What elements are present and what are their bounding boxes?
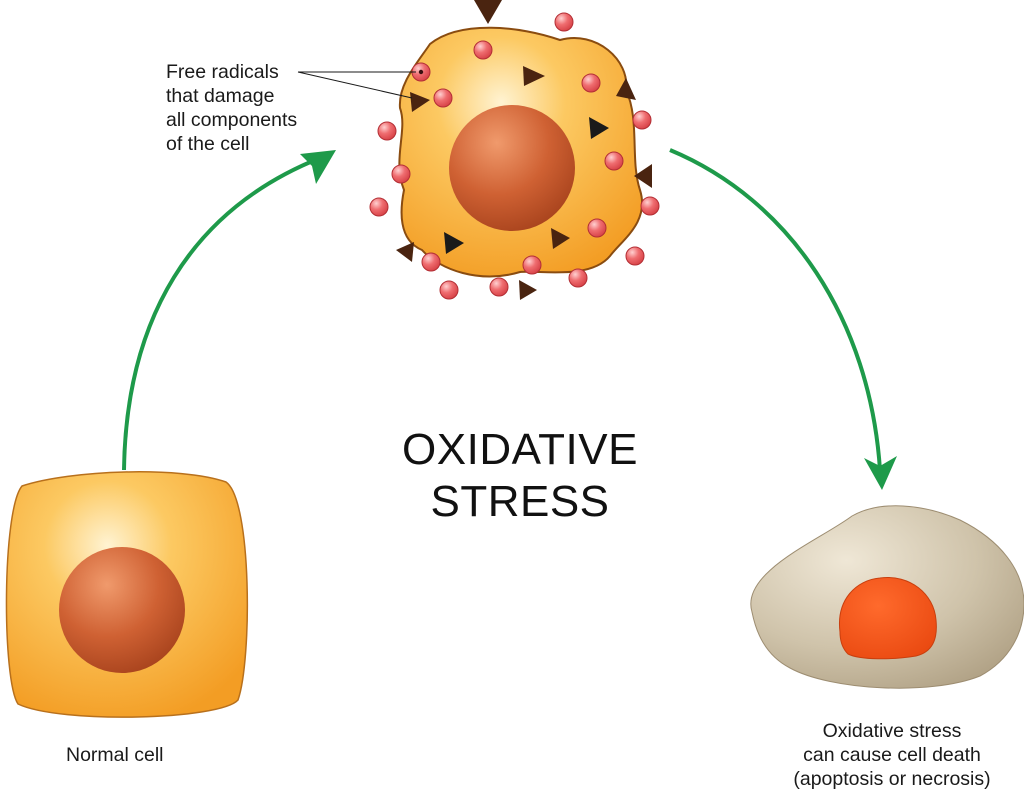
diagram-title: OXIDATIVE STRESS bbox=[330, 424, 710, 528]
title-line-2: STRESS bbox=[430, 477, 610, 526]
dying-cell-nucleus bbox=[839, 577, 937, 660]
normal-cell bbox=[5, 471, 249, 718]
radical-triangles bbox=[396, 0, 652, 300]
radical-triangle-icon bbox=[519, 280, 537, 300]
arrow-head-up-icon bbox=[300, 150, 336, 184]
arrow-normal-to-stressed bbox=[122, 156, 321, 471]
free-radical bbox=[522, 255, 542, 275]
radical-triangle-icon bbox=[634, 164, 652, 188]
free-radicals bbox=[369, 12, 660, 300]
free-radical bbox=[632, 110, 652, 130]
free-radical bbox=[604, 151, 624, 171]
free-radicals-label-line-2: that damage bbox=[166, 85, 275, 107]
label-leader-lines bbox=[297, 71, 416, 99]
free-radical bbox=[587, 218, 607, 238]
cell-death-label-line-2: can cause cell death bbox=[803, 744, 981, 766]
stressed-cell bbox=[398, 26, 643, 278]
stressed-cell-nucleus bbox=[449, 105, 575, 231]
free-radical bbox=[568, 268, 588, 288]
radical-triangle-icon bbox=[616, 78, 636, 100]
radical-triangle-icon bbox=[396, 242, 414, 262]
cell-death-label-line-3: (apoptosis or necrosis) bbox=[793, 768, 991, 790]
title-line-1: OXIDATIVE bbox=[402, 425, 638, 474]
radical-triangle-icon bbox=[551, 228, 570, 249]
free-radical bbox=[439, 280, 459, 300]
free-radical bbox=[581, 73, 601, 93]
free-radical bbox=[369, 197, 389, 217]
free-radical-center-dot bbox=[418, 69, 424, 75]
arrows bbox=[122, 148, 897, 490]
radical-triangle-icon bbox=[410, 92, 430, 112]
free-radical bbox=[473, 40, 493, 60]
free-radicals-label: Free radicals that damage all components… bbox=[166, 60, 297, 156]
free-radicals-label-line-3: all components bbox=[166, 109, 298, 131]
free-radical bbox=[433, 88, 453, 108]
arrow-stressed-to-dead bbox=[669, 148, 882, 471]
cell-death-label: Oxidative stress can cause cell death (a… bbox=[760, 719, 1024, 791]
normal-cell-label: Normal cell bbox=[66, 743, 164, 767]
free-radical bbox=[489, 277, 509, 297]
normal-cell-label-text: Normal cell bbox=[66, 744, 164, 766]
dying-cell bbox=[750, 505, 1024, 689]
normal-cell-nucleus bbox=[59, 547, 185, 673]
cell-death-label-line-1: Oxidative stress bbox=[822, 720, 962, 742]
leader-line bbox=[297, 71, 413, 99]
radical-triangle-icon bbox=[589, 117, 609, 139]
free-radicals-label-line-4: of the cell bbox=[166, 133, 250, 155]
free-radical bbox=[421, 252, 441, 272]
radical-triangle-icon bbox=[474, 0, 502, 24]
free-radical bbox=[640, 196, 660, 216]
free-radical bbox=[391, 164, 411, 184]
arrow-head-down-icon bbox=[864, 456, 897, 490]
free-radical bbox=[554, 12, 574, 32]
free-radical bbox=[377, 121, 397, 141]
free-radical bbox=[625, 246, 645, 266]
radical-triangle-icon bbox=[523, 66, 545, 86]
free-radicals-label-line-1: Free radicals bbox=[166, 61, 279, 83]
radical-triangle-icon bbox=[444, 232, 464, 254]
